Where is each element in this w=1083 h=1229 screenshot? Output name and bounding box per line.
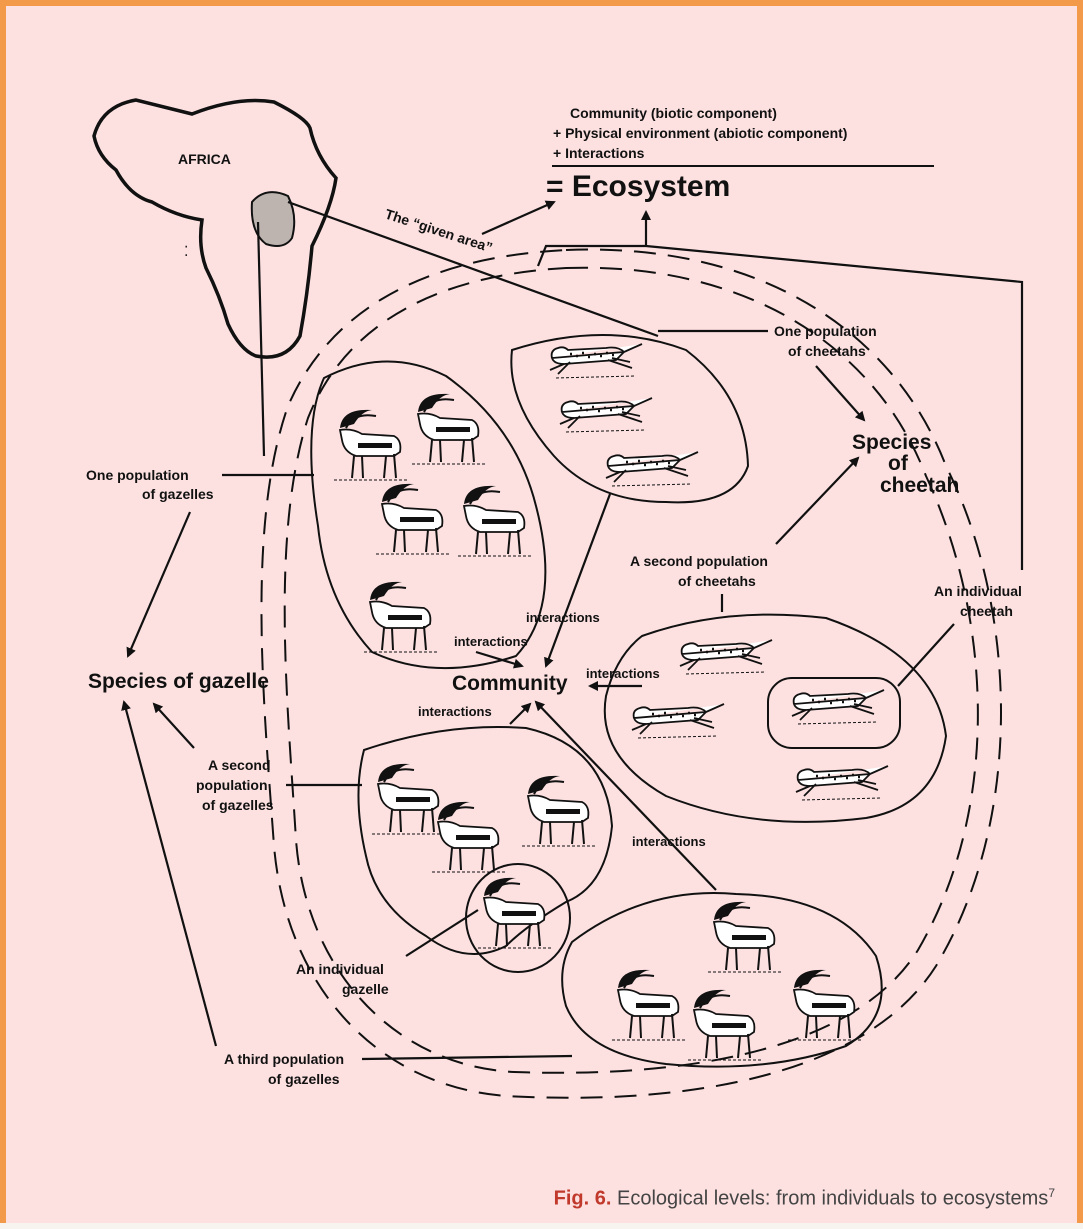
- given-area-arrow: [482, 202, 554, 234]
- cheetah-icon: [680, 640, 772, 674]
- formula-line-2: + Physical environment (abiotic componen…: [553, 125, 847, 141]
- africa-to-gazelle-line: [258, 222, 264, 456]
- individual-cheetah-box: [768, 678, 900, 748]
- second-pop-cheetahs-to-species-arrow: [776, 458, 858, 544]
- ecology-diagram: AFRICA ⁚ Community (biotic component) + …: [6, 6, 1083, 1229]
- figure-caption: Fig. 6. Ecological levels: from individu…: [554, 1186, 1055, 1211]
- figure-number: Fig. 6.: [554, 1188, 612, 1210]
- given-area-label: The “given area”: [383, 206, 495, 256]
- gazelle-icon: [372, 764, 446, 834]
- second-pop-gazelles-to-species-arrow: [154, 704, 194, 748]
- gazelle-icon: [688, 990, 762, 1060]
- one-pop-gazelles-label-1: One population: [86, 467, 189, 483]
- gazelle-icon: [412, 394, 486, 464]
- formula-line-1: Community (biotic component): [570, 105, 777, 121]
- gazelle-population-3: [562, 893, 882, 1067]
- cheetahs-to-species-arrow: [816, 366, 864, 420]
- community-label: Community: [452, 672, 568, 695]
- gazelle-icon: [376, 484, 450, 554]
- gazelle-icon: [708, 902, 782, 972]
- minor-dots: ⁚: [184, 243, 188, 259]
- species-gazelle-label: Species of gazelle: [88, 670, 269, 693]
- individual-cheetah-pointer: [898, 624, 954, 686]
- cheetah-icon: [792, 690, 884, 724]
- second-pop-gazelles-label-1: A second: [208, 757, 271, 773]
- interactions-label-1: interactions: [454, 634, 528, 649]
- cheetah-icon: [632, 704, 724, 738]
- species-cheetah-label-2: of: [888, 452, 909, 475]
- second-pop-cheetahs-label-1: A second population: [630, 553, 768, 569]
- africa-outline: [94, 100, 336, 357]
- species-cheetah-label-3: cheetah: [880, 474, 959, 497]
- gazelle-icon: [788, 970, 862, 1040]
- interaction-arrow-cheetahs-1: [546, 494, 610, 666]
- third-pop-gazelles-pointer: [362, 1056, 572, 1059]
- species-cheetah-label-1: Species: [852, 431, 931, 454]
- third-pop-gazelles-label-2: of gazelles: [268, 1071, 340, 1087]
- africa-label: AFRICA: [178, 151, 231, 167]
- gazelle-icon: [364, 582, 438, 652]
- individual-cheetah-label-2: cheetah: [960, 603, 1013, 619]
- individual-gazelle-label-2: gazelle: [342, 981, 389, 997]
- gazelles-to-species-arrow: [128, 512, 190, 656]
- second-pop-cheetahs-label-2: of cheetahs: [678, 573, 756, 589]
- gazelle-icon: [334, 410, 408, 480]
- formula-line-3: + Interactions: [553, 145, 645, 161]
- interaction-arrow-gazelles-2: [510, 704, 530, 724]
- interactions-label-3: interactions: [586, 666, 660, 681]
- one-pop-cheetahs-label-1: One population: [774, 323, 877, 339]
- gazelle-icon: [612, 970, 686, 1040]
- one-pop-cheetahs-label-2: of cheetahs: [788, 343, 866, 359]
- cheetah-icon: [606, 452, 698, 486]
- one-pop-gazelles-label-2: of gazelles: [142, 486, 214, 502]
- cheetah-icon: [560, 398, 652, 432]
- gazelle-icon: [432, 802, 506, 872]
- ecosystem-title: = Ecosystem: [546, 170, 730, 203]
- gazelle-icon: [522, 776, 596, 846]
- interaction-arrow-gazelles-3: [536, 702, 716, 890]
- second-pop-gazelles-label-2: population: [196, 777, 268, 793]
- gazelle-icon: [458, 486, 532, 556]
- figure-reference: 7: [1048, 1186, 1055, 1200]
- individual-cheetah-label-1: An individual: [934, 583, 1022, 599]
- cheetah-icon: [550, 344, 642, 378]
- third-pop-gazelles-label-1: A third population: [224, 1051, 344, 1067]
- cheetah-icon: [796, 766, 888, 800]
- figure-caption-text: Ecological levels: from individuals to e…: [611, 1188, 1048, 1210]
- third-pop-gazelles-to-species-arrow: [124, 702, 216, 1046]
- individual-gazelle-label-1: An individual: [296, 961, 384, 977]
- second-pop-gazelles-label-3: of gazelles: [202, 797, 274, 813]
- interactions-label-4: interactions: [418, 704, 492, 719]
